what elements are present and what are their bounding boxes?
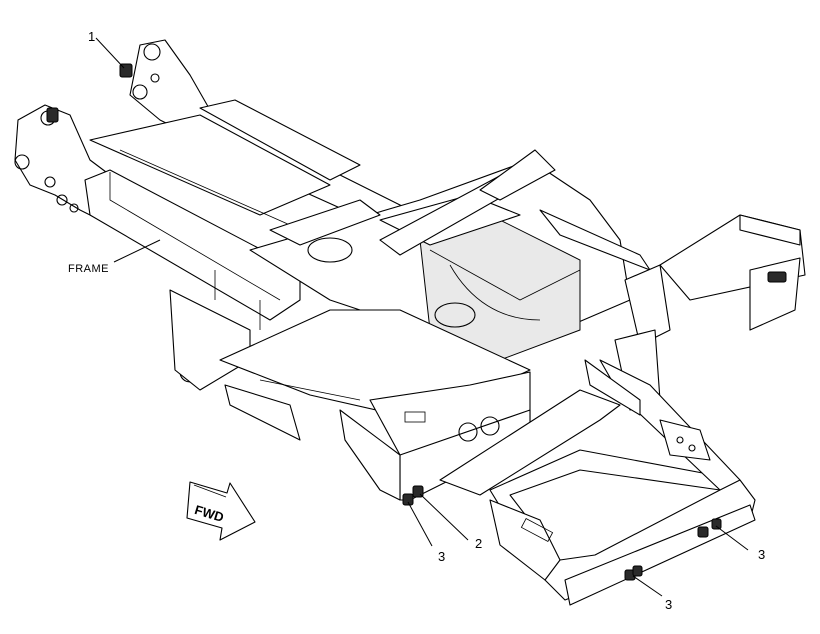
frame-label: FRAME <box>68 263 109 275</box>
front-deck <box>219 309 621 501</box>
fwd-arrow <box>186 481 256 541</box>
callout-3c: 3 <box>758 547 766 562</box>
callout-2: 2 <box>475 536 483 551</box>
plug-1b <box>46 107 59 123</box>
fittings <box>402 485 722 581</box>
lower-front-frame <box>489 359 756 606</box>
leader-lines <box>95 37 749 597</box>
center-frame <box>169 149 651 391</box>
rear-frame-rails <box>14 39 421 321</box>
callout-3b: 3 <box>665 597 673 612</box>
callout-1: 1 <box>88 29 96 44</box>
right-platform <box>614 214 806 411</box>
callout-3a: 3 <box>438 549 446 564</box>
